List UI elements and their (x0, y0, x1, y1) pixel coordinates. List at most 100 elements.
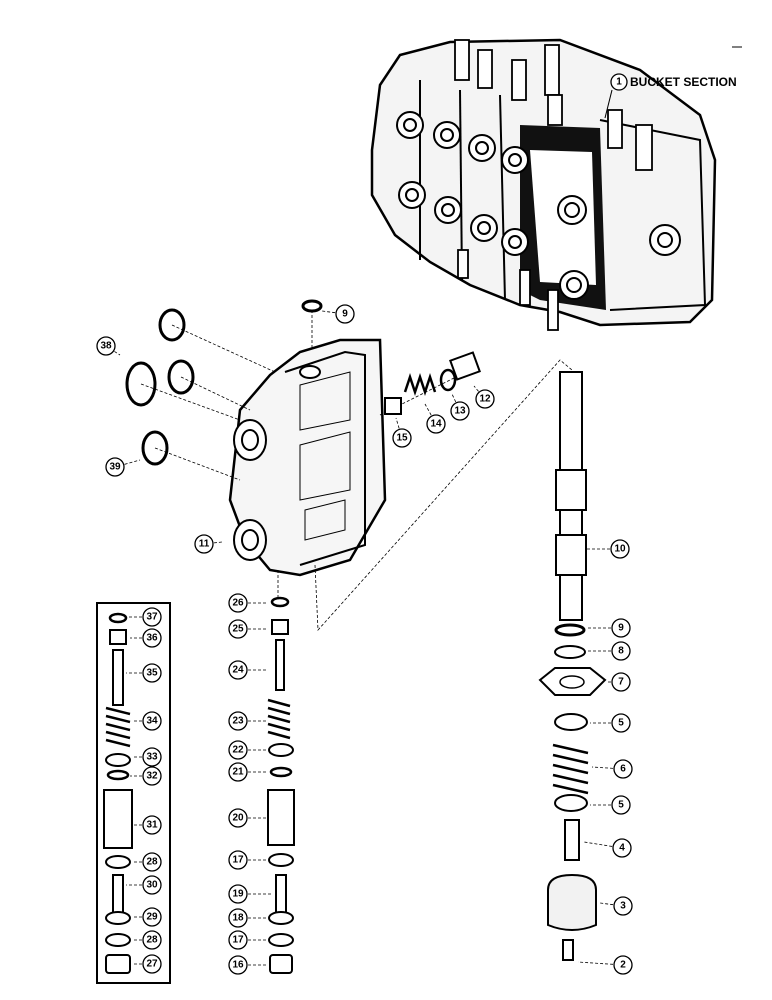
callout-circle (228, 762, 248, 782)
callout-c8: 8 (588, 641, 631, 661)
callout-number: 31 (146, 820, 158, 831)
callout-c31: 31 (134, 815, 162, 835)
callout-number: 25 (232, 624, 244, 635)
callout-number: 32 (146, 771, 158, 782)
callout-c7: 7 (606, 672, 631, 692)
callout-circle (613, 955, 633, 975)
callout-c26: 26 (228, 593, 268, 613)
callout-c5a: 5 (590, 713, 631, 733)
callout-number: 22 (232, 745, 244, 756)
callout-circle (142, 628, 162, 648)
callout-number: 16 (232, 960, 244, 971)
callout-c3: 3 (599, 896, 633, 916)
callout-circle (612, 838, 632, 858)
callout-c27: 27 (132, 954, 162, 974)
callout-circle (142, 607, 162, 627)
callout-c34: 34 (132, 711, 162, 731)
callout-circle (228, 955, 248, 975)
callout-circle (611, 641, 631, 661)
callout-circle (142, 954, 162, 974)
callout-circle (228, 619, 248, 639)
callout-number: 5 (618, 800, 624, 811)
callout-c5b: 5 (590, 795, 631, 815)
callout-c32: 32 (130, 766, 162, 786)
callout-circle (335, 304, 355, 324)
callout-c13: 13 (450, 393, 470, 421)
callout-c6: 6 (591, 759, 633, 779)
callout-circle (142, 930, 162, 950)
callout-number: 30 (146, 880, 158, 891)
spool-and-centering-parts (538, 371, 607, 961)
callout-c22: 22 (228, 740, 266, 760)
callout-number: 20 (232, 813, 244, 824)
callout-c36: 36 (130, 628, 162, 648)
callout-c19: 19 (228, 884, 272, 904)
callout-circle (611, 713, 631, 733)
callout-c33: 33 (133, 747, 162, 767)
relief-valve-parts (384, 351, 481, 415)
callout-circle (142, 875, 162, 895)
callout-circle (228, 593, 248, 613)
callout-circle (475, 389, 495, 409)
callout-circle (142, 815, 162, 835)
callout-number: 27 (146, 959, 158, 970)
alternate-cartridge-parts (103, 612, 133, 974)
callout-c10: 10 (585, 539, 630, 559)
callout-number: 28 (146, 857, 158, 868)
callout-number: 39 (109, 462, 121, 473)
callout-circle (142, 766, 162, 786)
callout-number: 8 (618, 646, 624, 657)
callout-c4: 4 (583, 838, 632, 858)
callout-circle (142, 711, 162, 731)
callout-circle (228, 660, 248, 680)
callout-number: 17 (232, 935, 244, 946)
callout-number: 24 (232, 665, 244, 676)
callout-number: 9 (342, 309, 348, 320)
callout-circle (611, 672, 631, 692)
callout-number: 26 (232, 598, 244, 609)
page-title: BUCKET SECTION (630, 75, 737, 89)
callout-number: 9 (618, 623, 624, 634)
callout-circle (228, 908, 248, 928)
callout-circle (142, 663, 162, 683)
callout-number: 13 (454, 406, 466, 417)
callout-c15: 15 (392, 417, 412, 448)
callout-c14: 14 (424, 403, 446, 434)
callout-c9: 9 (588, 618, 631, 638)
callout-circle (228, 808, 248, 828)
callout-number: 6 (620, 764, 626, 775)
callout-number: 5 (618, 718, 624, 729)
callout-c17a: 17 (228, 850, 266, 870)
callout-number: 10 (614, 544, 626, 555)
callout-leader (114, 459, 141, 468)
callout-c39: 39 (105, 457, 141, 477)
callout-leader (321, 310, 346, 315)
callout-circle (96, 336, 116, 356)
callout-number: 36 (146, 633, 158, 644)
callout-circle (228, 740, 248, 760)
callout-number: 4 (619, 843, 625, 854)
callout-c16: 16 (228, 955, 266, 975)
title-callout: 1 (616, 77, 622, 88)
callout-c38: 38 (96, 336, 121, 356)
callout-number: 19 (232, 889, 244, 900)
callout-circle (610, 539, 630, 559)
callout-c25: 25 (228, 619, 268, 639)
callout-circle (105, 457, 125, 477)
callout-number: 37 (146, 612, 158, 623)
callout-number: 33 (146, 752, 158, 763)
callout-circle (611, 618, 631, 638)
callout-number: 11 (199, 539, 210, 550)
callout-number: 15 (396, 433, 408, 444)
callout-leader (599, 902, 624, 907)
callout-circle (228, 930, 248, 950)
callout-c37: 37 (128, 607, 162, 627)
callout-number: 7 (618, 677, 624, 688)
callout-c28a: 28 (133, 852, 162, 872)
callout-number: 3 (620, 901, 626, 912)
callout-number: 35 (146, 668, 158, 679)
callout-number: 2 (620, 960, 626, 971)
section-body-illustration (228, 338, 387, 577)
callout-c24: 24 (228, 660, 268, 680)
